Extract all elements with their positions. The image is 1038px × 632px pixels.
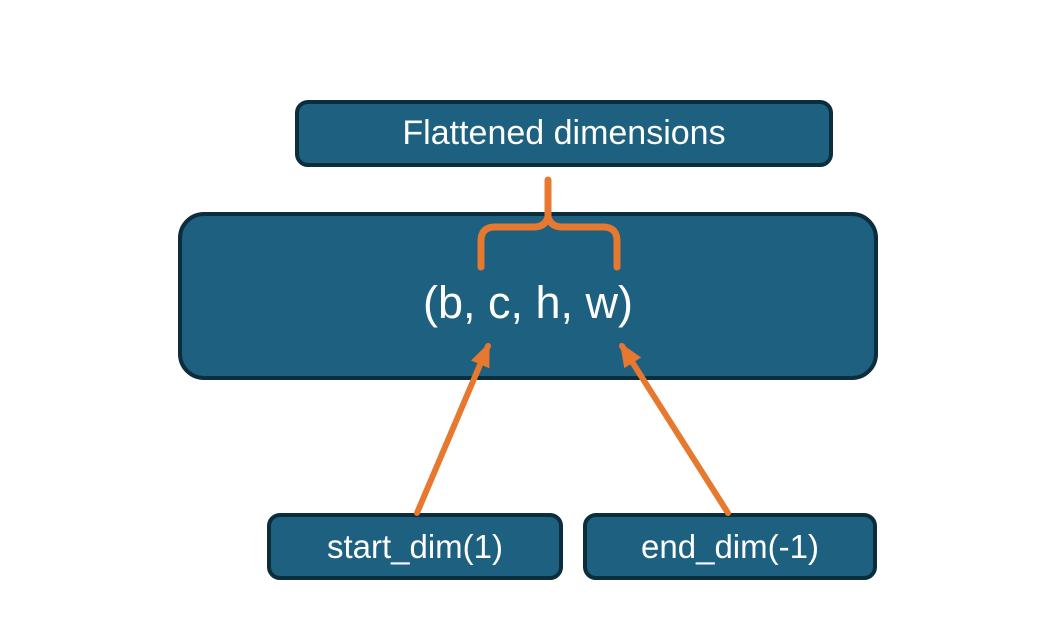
start-dim-box: start_dim(1) (267, 513, 563, 580)
end-dim-label: end_dim(-1) (641, 527, 819, 565)
start-dim-label: start_dim(1) (326, 527, 504, 565)
tensor-shape-label: (b, c, h, w) (422, 277, 634, 328)
tensor-shape-box: (b, c, h, w) (178, 212, 878, 380)
end-dim-box: end_dim(-1) (583, 513, 877, 580)
flattened-dimensions-label: Flattened dimensions (402, 114, 726, 152)
flattened-dimensions-box: Flattened dimensions (295, 100, 833, 167)
